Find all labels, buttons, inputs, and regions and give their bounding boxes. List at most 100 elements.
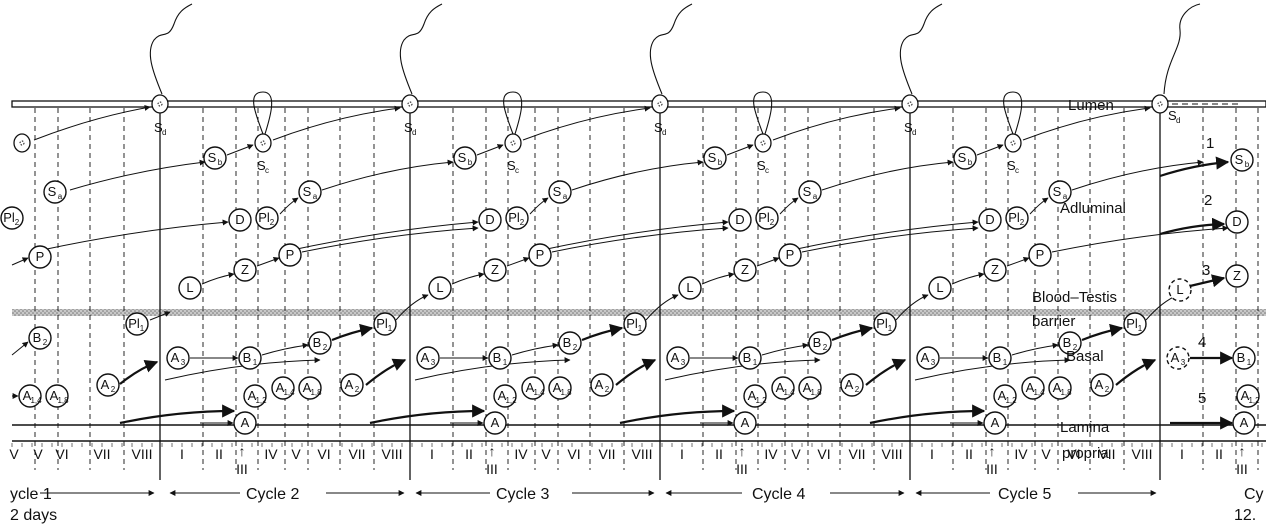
- svg-text:a: a: [813, 192, 818, 201]
- blood-testis-barrier-band: [12, 309, 1266, 316]
- svg-text:1,2: 1,2: [255, 396, 267, 405]
- structure-lines: [11, 100, 1266, 442]
- svg-text:Z: Z: [1233, 268, 1241, 283]
- svg-text:2: 2: [1073, 343, 1078, 352]
- svg-text:A: A: [776, 380, 785, 395]
- progression-arrow: [1115, 358, 1157, 386]
- progression-arrow: [1022, 105, 1151, 141]
- svg-text:D: D: [235, 212, 244, 227]
- cell-z: Z: [983, 258, 1007, 282]
- spermatid-tail: [253, 91, 273, 135]
- svg-text:P: P: [1036, 247, 1045, 262]
- svg-text:S: S: [303, 184, 312, 199]
- stage-numeral: IV: [1014, 446, 1028, 462]
- svg-text:S: S: [553, 184, 562, 199]
- svg-text:A: A: [303, 380, 312, 395]
- progression-arrow: [41, 219, 229, 251]
- svg-text:A: A: [748, 388, 757, 403]
- sperm-sd-label: S: [404, 120, 413, 135]
- svg-text:Pl: Pl: [1126, 316, 1138, 331]
- cell-z: Z: [1225, 264, 1249, 288]
- progression-arrow: [301, 225, 479, 253]
- svg-text:A: A: [553, 380, 562, 395]
- svg-text:b: b: [968, 158, 973, 167]
- stage-numeral: VIII: [381, 446, 402, 462]
- progression-arrow: [779, 197, 799, 215]
- svg-text:1: 1: [1138, 324, 1143, 333]
- cell-z: Z: [233, 258, 257, 282]
- svg-text:1: 1: [888, 324, 893, 333]
- sperm-sd-label: S: [154, 120, 163, 135]
- cell-a: A: [733, 411, 757, 435]
- progression-arrow: [895, 294, 929, 321]
- cell-d: D: [728, 208, 752, 232]
- progression-arrow: [119, 360, 159, 385]
- svg-text:A: A: [345, 377, 354, 392]
- cell-l: L: [428, 276, 452, 300]
- svg-text:2: 2: [15, 218, 20, 227]
- svg-text:L: L: [186, 280, 193, 295]
- progression-arrow: [865, 358, 907, 386]
- svg-text:3: 3: [1181, 358, 1186, 367]
- lane-numbers: 1 2 3 4 5: [1198, 135, 1214, 407]
- svg-text:A: A: [241, 415, 250, 430]
- stage-numeral: VI: [817, 446, 830, 462]
- progression-arrow: [476, 144, 504, 156]
- spermatid-sc-sub: c: [765, 166, 769, 175]
- svg-text:S: S: [458, 150, 467, 165]
- cell-z: Z: [733, 258, 757, 282]
- svg-text:2: 2: [605, 385, 610, 394]
- cell-d: D: [478, 208, 502, 232]
- cell-p: P: [278, 243, 302, 267]
- progression-arrow: [615, 358, 657, 386]
- svg-text:2: 2: [855, 385, 860, 394]
- progression-arrow: [951, 272, 985, 285]
- stage-arrow-up: ↑: [989, 443, 996, 459]
- svg-text:1,4: 1,4: [533, 388, 545, 397]
- svg-text:D: D: [485, 212, 494, 227]
- cell-l: L: [178, 276, 202, 300]
- svg-text:Pl: Pl: [258, 210, 270, 225]
- label-barrier: barrier: [1032, 313, 1075, 330]
- svg-text:A: A: [171, 350, 180, 365]
- progression-arrow: [506, 257, 530, 267]
- progression-arrow: [976, 144, 1004, 156]
- progression-arrow: [1081, 323, 1124, 342]
- svg-text:B: B: [493, 350, 502, 365]
- sperm-sd-sub: d: [1176, 116, 1180, 125]
- cell-p: P: [778, 243, 802, 267]
- progression-arrow: [1159, 156, 1230, 178]
- svg-text:Z: Z: [991, 262, 999, 277]
- svg-text:Z: Z: [491, 262, 499, 277]
- svg-text:1: 1: [140, 324, 145, 333]
- progression-arrow: [581, 323, 624, 342]
- svg-text:A: A: [248, 388, 257, 403]
- svg-text:Pl: Pl: [376, 316, 388, 331]
- spermatid-sc: [504, 133, 522, 153]
- spermatid-sd: [401, 94, 419, 114]
- svg-text:L: L: [686, 280, 693, 295]
- svg-text:A: A: [921, 350, 930, 365]
- cell-l: L: [678, 276, 702, 300]
- spermatid-sd: [1151, 94, 1169, 114]
- svg-text:1,8: 1,8: [1060, 388, 1072, 397]
- stage-numeral: IV: [764, 446, 778, 462]
- svg-text:A: A: [1241, 388, 1250, 403]
- cycle-label-2: Cycle 2: [246, 486, 299, 503]
- cell-p: P: [528, 243, 552, 267]
- svg-text:1,8: 1,8: [810, 388, 822, 397]
- svg-text:1: 1: [503, 358, 508, 367]
- svg-text:1: 1: [1247, 358, 1252, 367]
